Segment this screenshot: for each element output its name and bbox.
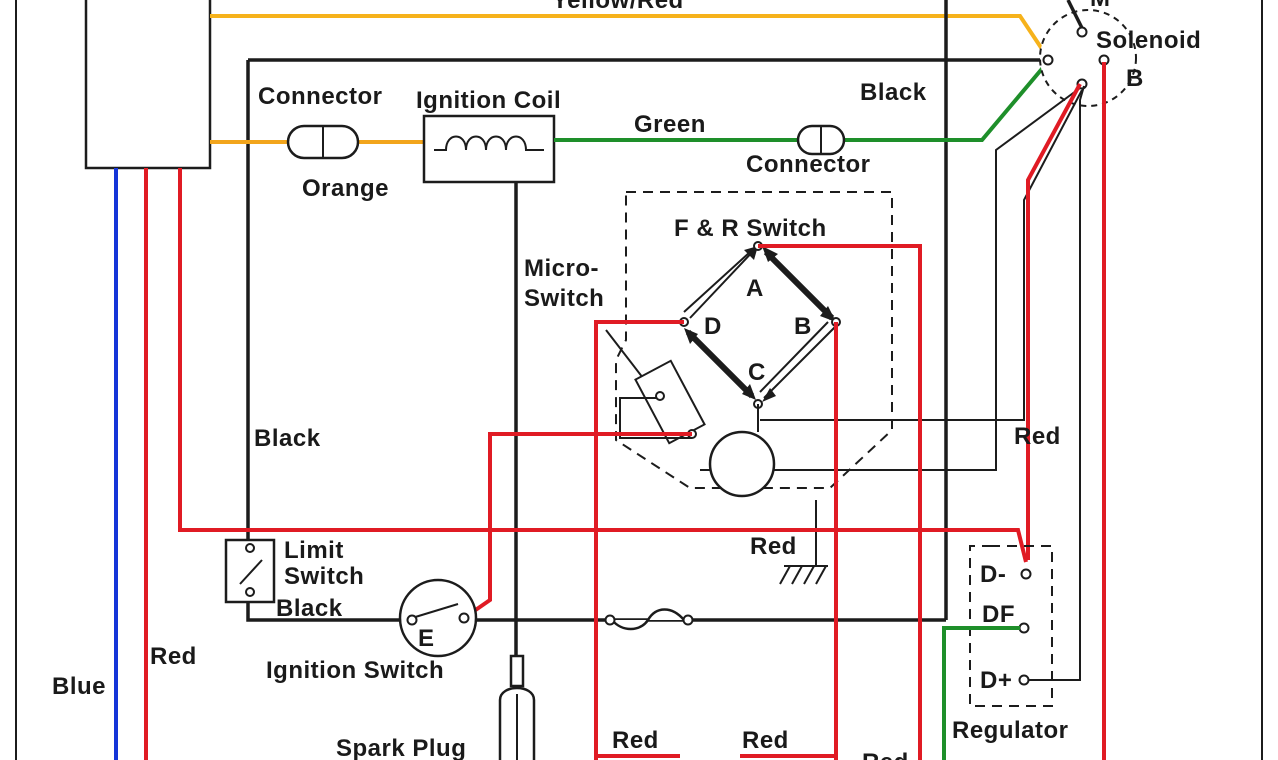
fuse [611,608,685,631]
fuse-terminal-left [604,614,616,626]
micro-switch-lever [619,397,692,439]
fuse-terminal-right [682,614,694,626]
label-red-bottom-3: Red [862,749,909,760]
ignition-switch-terminal-2 [458,612,470,624]
regulator-terminal-d-minus [1020,568,1032,580]
solenoid-m-wire [1066,0,1084,29]
label-connector-top: Connector [258,83,383,110]
label-limit-switch-2: Switch [284,563,364,590]
motor [708,430,776,498]
wire-red-fr-a [758,244,922,760]
label-red-bottom-2: Red [742,727,789,754]
label-term-c: C [748,359,766,386]
label-red-bottom-1: Red [612,727,659,754]
regulator-terminal-d-plus [1018,674,1030,686]
fr-arrow-a-d [689,245,759,319]
regulator-box [969,545,1053,707]
label-red-mid: Red [750,533,797,560]
wire-yellow-red [210,14,1050,60]
wire-black-frame [246,60,946,622]
fr-arrowhead-5 [742,384,756,400]
fr-arrow-a-d-2 [683,251,751,313]
label-term-e: E [418,625,435,652]
fr-arrow-d-c [685,329,755,399]
label-limit-switch-1: Limit [284,537,344,564]
solenoid-m-terminal [1076,26,1088,38]
ground-hatch-2 [791,565,803,585]
solenoid [1039,9,1137,107]
label-connector-right: Connector [746,151,871,178]
component-box [84,0,212,170]
wire-green-df [942,626,1020,760]
limit-switch-contact [239,559,263,585]
spark-plug-tip [509,654,525,688]
label-solenoid-m: M [1090,0,1111,12]
ignition-switch [398,578,478,658]
label-solenoid-b: B [1126,65,1144,92]
label-yellow-red: Yellow/Red [552,0,684,14]
label-black-bottom: Black [276,595,343,622]
fr-switch-enclosure [615,191,893,489]
wire-red-box-regulator [178,168,1028,563]
label-red-left: Red [150,643,197,670]
solenoid-left-terminal [1042,54,1054,66]
wire-red-solenoid-regulator [1026,83,1082,560]
label-ignition-switch: Ignition Switch [266,657,444,684]
label-spark-plug: Spark Plug [336,735,466,760]
ground-hatch-3 [803,565,815,585]
wire-red-fr-d [594,320,684,760]
label-red-right: Red [1014,423,1061,450]
label-solenoid: Solenoid [1096,27,1201,54]
regulator-terminal-df [1018,622,1030,634]
label-green: Green [634,111,706,138]
wire-d-plus [1026,85,1085,681]
label-reg-d-plus: D+ [980,667,1012,694]
label-blue: Blue [52,673,106,700]
label-micro-switch-2: Switch [524,285,604,312]
fr-arrowhead-3 [820,306,836,322]
label-ignition-coil: Ignition Coil [416,87,561,114]
label-micro-switch-1: Micro- [524,255,599,282]
ignition-switch-contact [411,603,459,619]
fr-arrowhead-4 [684,328,698,344]
fr-arrowhead-6 [762,388,776,402]
fr-arrowhead-2 [762,246,778,262]
label-fr-switch: F & R Switch [674,215,827,242]
ignition-switch-terminal-e [406,614,418,626]
label-reg-df: DF [982,601,1015,628]
label-term-a: A [746,275,764,302]
limit-switch-terminal-top [245,543,255,553]
fr-arrow-b-c [763,325,837,399]
ground-hatch-1 [779,565,791,585]
label-reg-d-minus: D- [980,561,1006,588]
label-black-top: Black [860,79,927,106]
label-term-d: D [704,313,722,340]
wire-red-micro-ignition [462,432,692,620]
label-term-b: B [794,313,812,340]
micro-switch-terminal-1 [655,391,665,401]
ignition-coil-winding [434,135,544,151]
fr-arrow-b-c-2 [759,321,829,393]
limit-switch-terminal-bottom [245,587,255,597]
label-black-left: Black [254,425,321,452]
fr-arrow-a-b [763,249,835,321]
wire-green [554,62,1048,142]
ground-hatch-4 [815,565,827,585]
label-regulator: Regulator [952,717,1069,744]
label-orange: Orange [302,175,389,202]
